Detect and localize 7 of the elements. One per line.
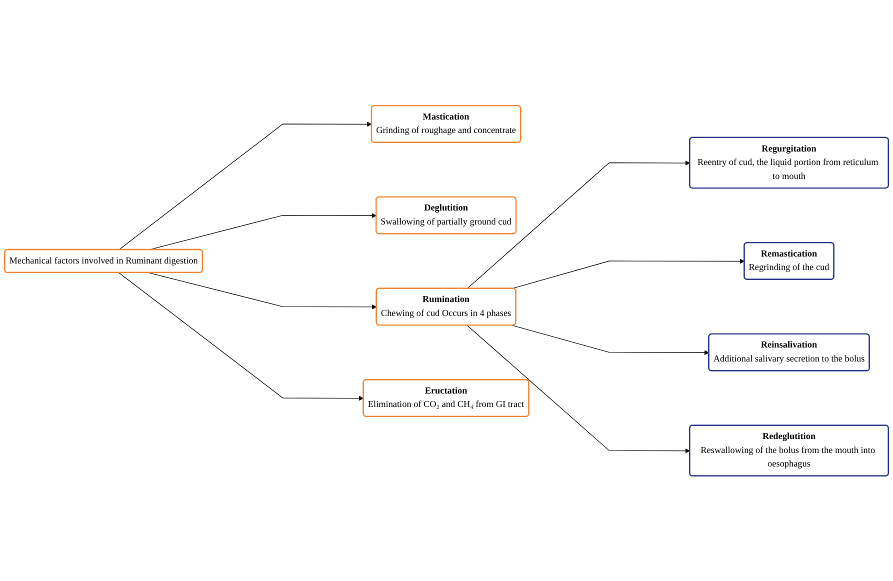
arrow [512, 258, 745, 289]
arrow [466, 160, 690, 289]
arrow [118, 272, 364, 401]
arrow [148, 272, 377, 310]
arrow [512, 324, 710, 355]
arrow [466, 324, 690, 454]
arrow [118, 122, 372, 250]
